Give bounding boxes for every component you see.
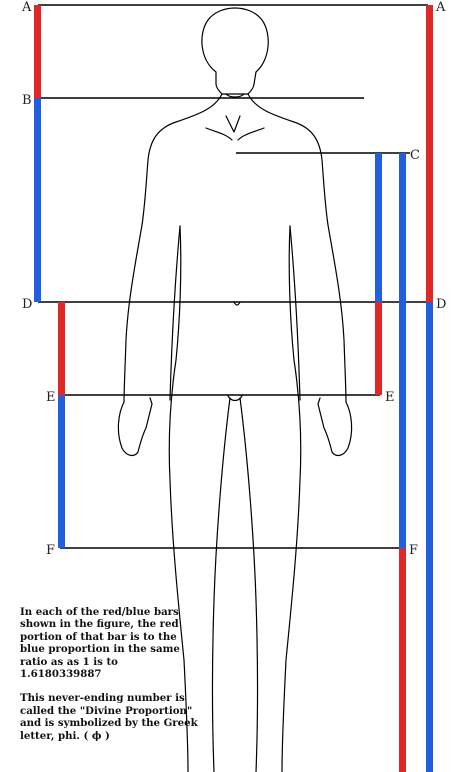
bar-ad-red (426, 5, 433, 302)
left-inner-arm (170, 226, 180, 400)
sternum (226, 116, 240, 132)
label-e-right: E (385, 390, 395, 405)
right-inner-arm (290, 226, 300, 400)
head-outline (202, 8, 268, 94)
bar-de-red (58, 302, 65, 395)
label-b: B (22, 93, 32, 108)
right-hip-to-leg (282, 226, 301, 772)
bar-cd-blue (375, 153, 382, 302)
inner-left-leg (213, 398, 231, 772)
caption-paragraph-ratio: In each of the red/blue bars shown in th… (20, 606, 200, 680)
torso-left-outline (124, 94, 222, 402)
bar-de-red-right (375, 302, 382, 395)
bar-d-bottom-blue (426, 302, 433, 772)
label-c: C (410, 148, 420, 163)
bar-f-bottom-red (399, 548, 406, 772)
label-f-left: F (46, 543, 55, 558)
bar-bd-blue (34, 98, 41, 302)
right-hand (318, 398, 352, 455)
label-e-left: E (46, 390, 56, 405)
left-hand (118, 398, 152, 455)
label-d-left: D (22, 297, 32, 312)
inner-right-leg (240, 398, 258, 772)
bar-ef-blue (58, 395, 65, 548)
caption: In each of the red/blue bars shown in th… (20, 606, 200, 754)
label-d-right: D (436, 297, 446, 312)
label-a-right: A (435, 0, 446, 15)
label-f-right: F (409, 543, 418, 558)
torso-right-outline (248, 94, 346, 402)
bar-cf-blue (399, 153, 406, 548)
label-a-left: A (21, 0, 32, 15)
caption-paragraph-phi: This never-ending number is called the "… (20, 692, 200, 742)
bar-ab-red (34, 5, 41, 98)
